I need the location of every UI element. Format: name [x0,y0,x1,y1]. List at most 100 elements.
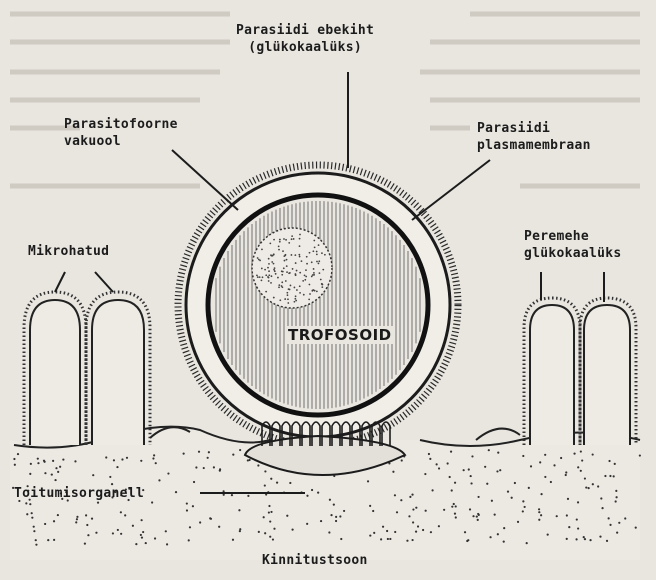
nucleus-dot [318,260,320,262]
tissue-dot [488,449,490,451]
tissue-dot [524,506,526,508]
nucleus-dot [259,276,261,278]
tissue-dot [37,462,39,464]
tissue-dot [522,510,524,512]
tissue-dot [112,532,114,534]
nucleus-dot [303,294,305,296]
nucleus-dot [265,274,267,276]
nucleus-dot [277,277,279,279]
trophozoite-label: TROFOSOID [286,326,394,344]
nucleus-dot [271,261,273,263]
parasite-membrane-label: Parasiidi plasmamembraan [477,120,591,154]
tissue-dot [369,505,371,507]
tissue-dot [86,524,88,526]
tissue-dot [269,520,271,522]
tissue-dot [573,453,575,455]
tissue-dot [453,503,455,505]
tissue-dot [496,470,498,472]
tissue-dot [35,539,37,541]
tissue-dot [486,483,488,485]
tissue-dot [577,466,579,468]
tissue-dot [425,510,427,512]
nucleus-dot [316,253,318,255]
tissue-dot [494,514,496,516]
nucleus-dot [304,275,306,277]
tissue-dot [141,536,143,538]
tissue-dot [455,516,457,518]
nucleus-dot [285,254,287,256]
tissue-dot [44,472,46,474]
tissue-dot [247,459,249,461]
tissue-dot [25,502,27,504]
tissue-dot [320,520,322,522]
tissue-dot [589,539,591,541]
nucleus [252,228,332,308]
nucleus-dot [316,261,318,263]
tissue-dot [470,475,472,477]
tissue-dot [105,456,107,458]
tissue-dot [121,458,123,460]
tissue-dot [85,514,87,516]
tissue-dot [33,530,35,532]
tissue-dot [311,489,313,491]
tissue-dot [186,502,188,504]
tissue-dot [152,457,154,459]
tissue-dot [276,482,278,484]
tissue-dot [95,532,97,534]
tissue-dot [57,471,59,473]
tissue-dot [340,538,342,540]
vacuole-label: Parasitofoorne vakuool [64,116,178,150]
nucleus-dot [283,267,285,269]
tissue-dot [400,499,402,501]
nucleus-dot [304,279,306,281]
tissue-dot [76,518,78,520]
tissue-dot [189,526,191,528]
nucleus-dot [291,254,293,256]
tissue-dot [553,464,555,466]
nucleus-dot [273,269,275,271]
nucleus-dot [321,252,323,254]
tissue-dot [609,524,611,526]
tissue-dot [53,539,55,541]
tissue-dot [306,495,308,497]
tissue-dot [17,453,19,455]
tissue-dot [608,460,610,462]
tissue-dot [613,475,615,477]
tissue-dot [286,515,288,517]
tissue-dot [257,464,259,466]
tissue-dot [401,459,403,461]
tissue-dot [264,484,266,486]
tissue-dot [33,526,35,528]
nucleus-dot [309,284,311,286]
tissue-dot [592,453,594,455]
tissue-dot [394,531,396,533]
nucleus-dot [278,249,280,251]
nucleus-dot [299,245,301,247]
tissue-dot [195,466,197,468]
tissue-dot [51,473,53,475]
nucleus-dot [282,250,284,252]
tissue-dot [606,540,608,542]
nucleus-dot [257,257,259,259]
tissue-dot [592,483,594,485]
tissue-dot [140,460,142,462]
tissue-dot [484,466,486,468]
nucleus-dot [294,298,296,300]
tissue-dot [454,513,456,515]
tissue-dot [601,507,603,509]
tissue-dot [428,453,430,455]
tissue-dot [258,531,260,533]
tissue-dot [31,517,33,519]
nucleus-dot [258,259,260,261]
nucleus-dot [313,272,315,274]
tissue-dot [289,482,291,484]
tissue-dot [538,519,540,521]
tissue-dot [449,476,451,478]
nucleus-dot [288,288,290,290]
tissue-dot [609,475,611,477]
nucleus-dot [319,272,321,274]
tissue-dot [522,500,524,502]
nucleus-dot [318,263,320,265]
tissue-dot [167,472,169,474]
tissue-dot [575,538,577,540]
